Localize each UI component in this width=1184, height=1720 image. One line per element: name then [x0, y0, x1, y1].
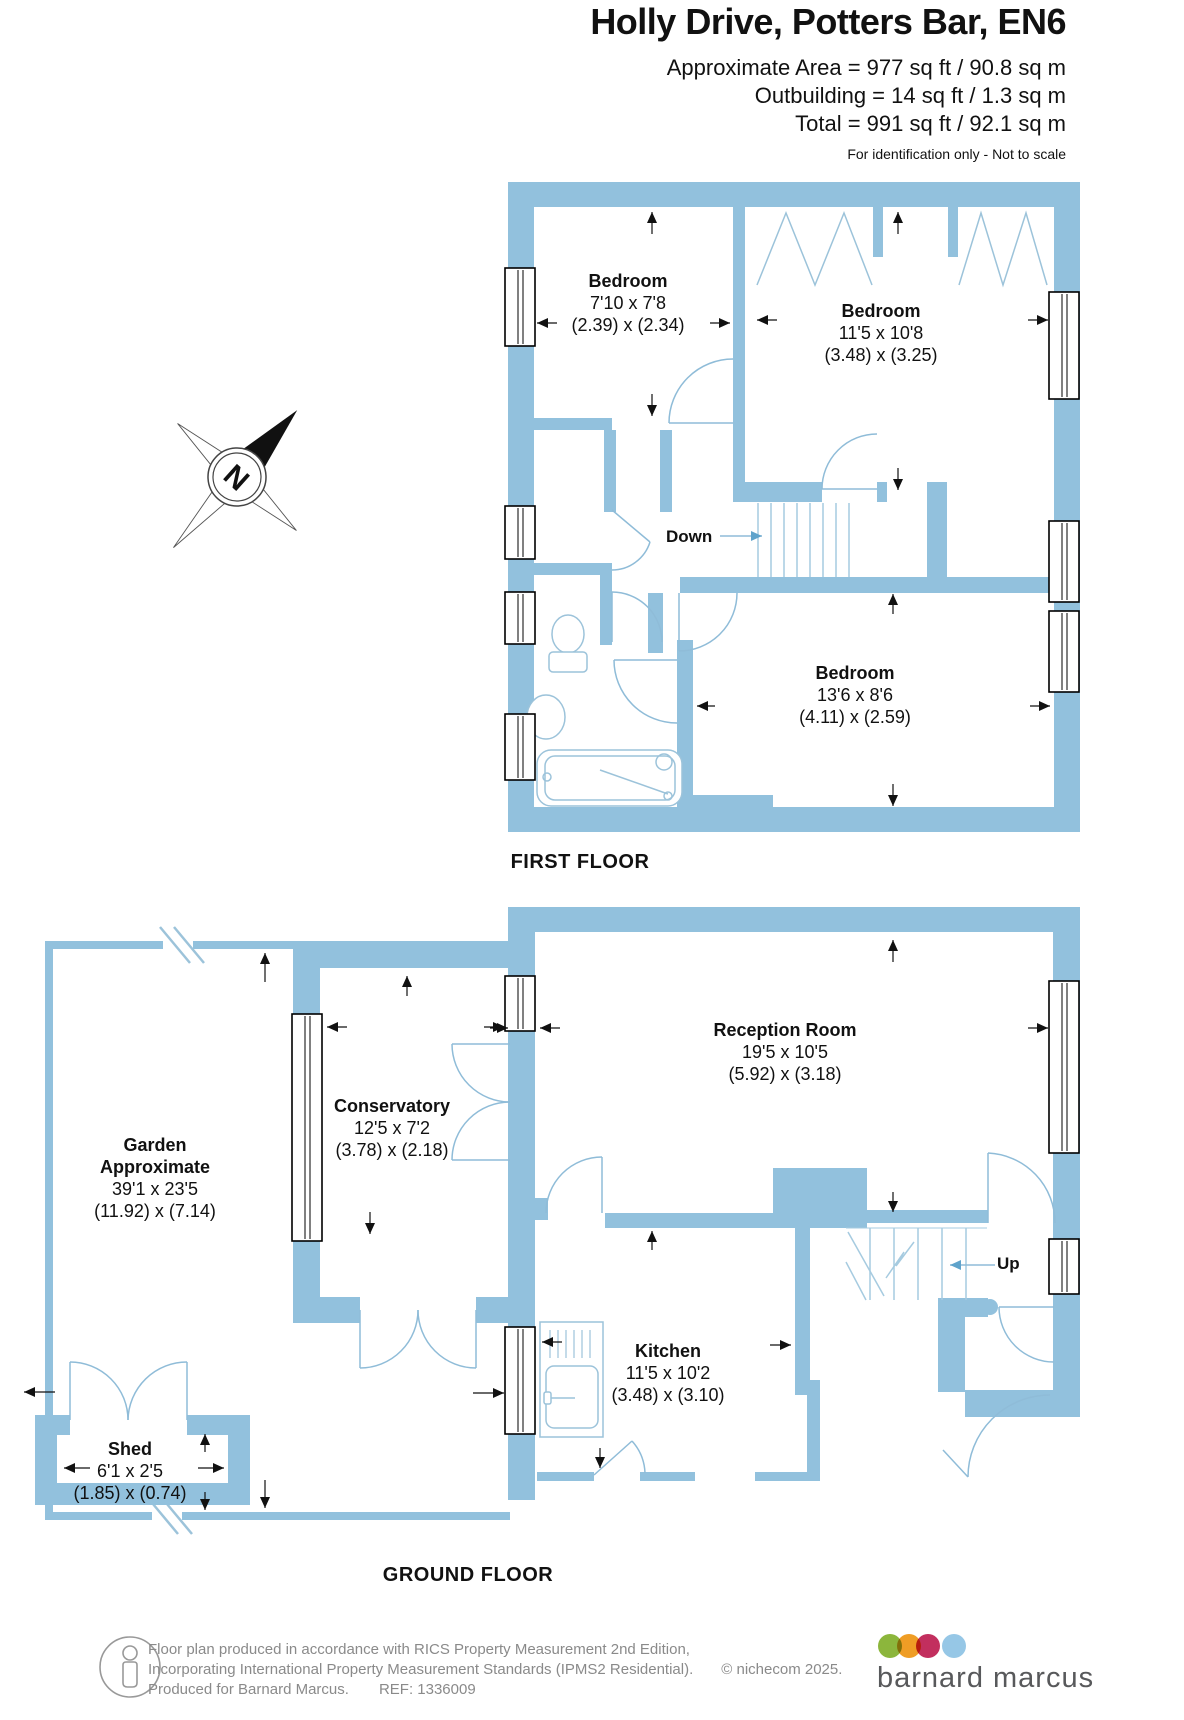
area-summary: Approximate Area = 977 sq ft / 90.8 sq m… [590, 54, 1066, 138]
compass-icon: N [173, 410, 298, 548]
room-label-bedroom-1: Bedroom 7'10 x 7'8 (2.39) x (2.34) [571, 271, 685, 335]
rics-line-2: Incorporating International Property Mea… [148, 1661, 843, 1678]
stairs-up-label: Up [997, 1254, 1020, 1273]
kitchen-sink-icon [539, 1321, 604, 1438]
bathtub-icon [536, 749, 683, 807]
ground-floor-walls [293, 907, 1080, 1500]
logo-circles-icon [878, 1634, 966, 1658]
rics-line-1: Floor plan produced in accordance with R… [148, 1641, 690, 1658]
shed-walls [35, 1415, 250, 1505]
toilet-icon [548, 614, 588, 673]
shed-doors [69, 1361, 188, 1421]
floor-title-first: FIRST FLOOR [510, 851, 650, 873]
first-floor-doors [611, 358, 878, 724]
room-label-garden: Garden Approximate 39'1 x 23'5 (11.92) x… [94, 1135, 216, 1221]
measurement-arrows [24, 212, 1050, 1510]
outbuilding-area: Outbuilding = 14 sq ft / 1.3 sq m [754, 83, 1066, 108]
ground-floor-stairs [845, 1227, 987, 1301]
produced-for-line: Produced for Barnard Marcus.REF: 1336009 [148, 1681, 476, 1698]
room-label-reception: Reception Room 19'5 x 10'5 (5.92) x (3.1… [713, 1020, 857, 1084]
nichecom-credit: © nichecom 2025. [721, 1661, 843, 1678]
page-title: Holly Drive, Potters Bar, EN6 [590, 1, 1066, 42]
barnard-marcus-logo: barnard marcus [877, 1632, 1094, 1695]
ground-floor-doors [359, 1043, 1056, 1478]
stairs-down-label: Down [666, 527, 713, 546]
room-label-bedroom-2: Bedroom 11'5 x 10'8 (3.48) x (3.25) [824, 301, 938, 365]
room-label-bedroom-3: Bedroom 13'6 x 8'6 (4.11) x (2.59) [799, 663, 911, 727]
header: Holly Drive, Potters Bar, EN6 Approximat… [590, 0, 1066, 162]
windows [291, 267, 1080, 1435]
scale-disclaimer: For identification only - Not to scale [847, 146, 1066, 162]
wardrobe-icon [756, 210, 1048, 288]
first-floor-stairs [757, 503, 850, 577]
approximate-area: Approximate Area = 977 sq ft / 90.8 sq m [666, 55, 1066, 80]
footer-note: Floor plan produced in accordance with R… [148, 1640, 842, 1700]
room-label-conservatory: Conservatory 12'5 x 7'2 (3.78) x (2.18) [333, 1096, 451, 1160]
stair-newel [982, 1299, 998, 1315]
room-label-shed: Shed 6'1 x 2'5 (1.85) x (0.74) [73, 1439, 187, 1503]
room-label-kitchen: Kitchen 11'5 x 10'2 (3.48) x (3.10) [611, 1341, 725, 1405]
person-badge-icon [97, 1634, 165, 1702]
total-area: Total = 991 sq ft / 92.1 sq m [795, 111, 1066, 136]
reference-number: REF: 1336009 [378, 1681, 476, 1698]
logo-wordmark: barnard marcus [877, 1662, 1095, 1694]
floor-title-ground: GROUND FLOOR [382, 1564, 554, 1586]
